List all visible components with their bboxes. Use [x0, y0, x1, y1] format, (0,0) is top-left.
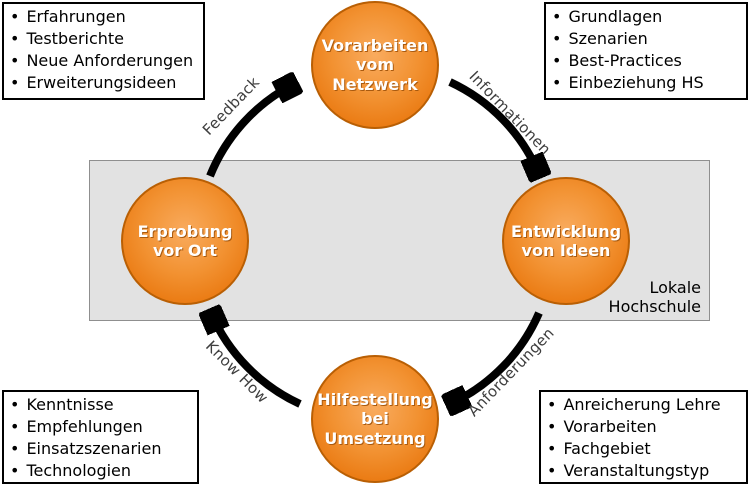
list-item-label: Anreicherung Lehre — [563, 395, 721, 414]
list-item-label: Erweiterungsideen — [26, 73, 177, 92]
band-label: Lokale Hochschule — [608, 278, 701, 317]
node-label: Hilfestellung bei Umsetzung — [317, 390, 433, 448]
bullet-glyph: • — [10, 73, 20, 92]
bullet-glyph: • — [552, 51, 562, 70]
bullet-glyph: • — [10, 395, 20, 414]
list-item-label: Neue Anforderungen — [26, 51, 194, 70]
box-bottom-right: • Anreicherung Lehre • Vorarbeiten • Fachge… — [539, 390, 748, 484]
node-label: Erprobung vor Ort — [137, 221, 233, 260]
list-item: • Einbeziehung HS — [552, 72, 740, 94]
list-item-label: Einsatzszenarien — [26, 439, 162, 458]
list-item-label: Vorarbeiten — [563, 417, 657, 436]
bullet-glyph: • — [552, 7, 562, 26]
list-item-label: Empfehlungen — [26, 417, 143, 436]
box-bottom-left: • Kenntnisse • Empfehlungen • Einsatzszenar… — [2, 390, 199, 484]
bullet-glyph: • — [10, 29, 20, 48]
list-item-label: Testberichte — [26, 29, 125, 48]
list-item: • Erweiterungsideen — [10, 72, 197, 94]
list-item-label: Veranstaltungstyp — [563, 461, 710, 480]
bullet-glyph: • — [552, 73, 562, 92]
node-label: Vorarbeiten vom Netzwerk — [321, 36, 429, 94]
bullet-glyph: • — [547, 461, 557, 480]
node-entwicklung-von-ideen: Entwicklung von Ideen — [502, 177, 630, 305]
bullet-glyph: • — [10, 439, 20, 458]
list-item-label: Kenntnisse — [26, 395, 114, 414]
list-item-label: Erfahrungen — [26, 7, 126, 26]
node-label: Entwicklung von Ideen — [510, 221, 622, 260]
arrow-informationen — [448, 78, 539, 174]
list-item: • Erfahrungen — [10, 6, 197, 28]
list-item-label: Szenarien — [568, 29, 648, 48]
list-item: • Fachgebiet — [547, 438, 740, 460]
list-item: • Einsatzszenarien — [10, 438, 191, 460]
list-item-label: Fachgebiet — [563, 439, 651, 458]
bullet-glyph: • — [10, 7, 20, 26]
bullet-glyph: • — [552, 29, 562, 48]
list-item: • Vorarbeiten — [547, 416, 740, 438]
list-item-label: Grundlagen — [568, 7, 663, 26]
arrow-anforderungen — [450, 311, 543, 404]
list-item-label: Technologien — [26, 461, 132, 480]
list-item: • Testberichte — [10, 28, 197, 50]
box-top-right: • Grundlagen • Szenarien • Best-Practices •… — [544, 2, 748, 100]
list-item-label: Best-Practices — [568, 51, 682, 70]
bullet-glyph: • — [10, 51, 20, 70]
node-vorarbeiten-vom-netzwerk: Vorarbeiten vom Netzwerk — [311, 1, 439, 129]
bullet-glyph: • — [10, 461, 20, 480]
node-hilfestellung-bei-umsetzung: Hilfestellung bei Umsetzung — [311, 355, 439, 483]
box-top-left: • Erfahrungen • Testberichte • Neue Anforde… — [2, 2, 205, 100]
list-item: • Grundlagen — [552, 6, 740, 28]
bullet-glyph: • — [547, 395, 557, 414]
arrow-knowhow — [211, 313, 302, 408]
list-item-label: Einbeziehung HS — [568, 73, 704, 92]
list-item: • Veranstaltungstyp — [547, 460, 740, 482]
bullet-glyph: • — [547, 417, 557, 436]
list-item: • Szenarien — [552, 28, 740, 50]
arrow-feedback — [206, 84, 294, 178]
bullet-glyph: • — [10, 417, 20, 436]
node-erprobung-vor-ort: Erprobung vor Ort — [121, 177, 249, 305]
list-item: • Empfehlungen — [10, 416, 191, 438]
list-item: • Neue Anforderungen — [10, 50, 197, 72]
list-item: • Technologien — [10, 460, 191, 482]
list-item: • Kenntnisse — [10, 394, 191, 416]
bullet-glyph: • — [547, 439, 557, 458]
list-item: • Anreicherung Lehre — [547, 394, 740, 416]
list-item: • Best-Practices — [552, 50, 740, 72]
